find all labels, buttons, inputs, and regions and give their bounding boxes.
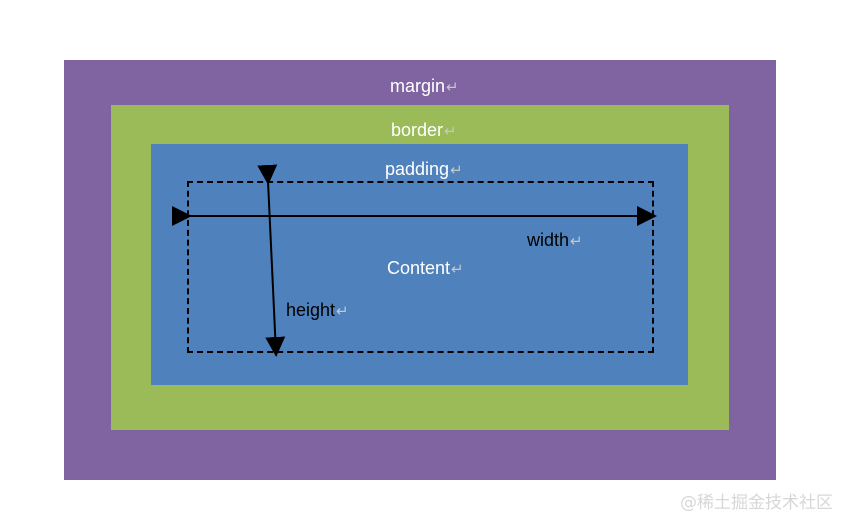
border-label: border↵ xyxy=(391,121,457,139)
padding-label: padding↵ xyxy=(385,160,463,178)
paragraph-mark-icon: ↵ xyxy=(446,79,459,96)
padding-label-text: padding xyxy=(385,159,450,179)
height-label-text: height xyxy=(286,300,336,320)
content-label-text: Content xyxy=(387,258,451,278)
margin-label-text: margin xyxy=(390,76,446,96)
height-label: height↵ xyxy=(286,301,349,319)
margin-label: margin↵ xyxy=(390,77,459,95)
content-area-dashed-outline xyxy=(187,181,654,353)
paragraph-mark-icon: ↵ xyxy=(450,162,463,179)
content-label: Content↵ xyxy=(387,259,464,277)
paragraph-mark-icon: ↵ xyxy=(570,233,583,250)
paragraph-mark-icon: ↵ xyxy=(336,303,349,320)
paragraph-mark-icon: ↵ xyxy=(451,261,464,278)
border-label-text: border xyxy=(391,120,444,140)
width-label: width↵ xyxy=(527,231,583,249)
paragraph-mark-icon: ↵ xyxy=(444,123,457,140)
padding-area xyxy=(151,144,688,385)
width-label-text: width xyxy=(527,230,570,250)
watermark-text: @稀土掘金技术社区 xyxy=(680,493,833,513)
